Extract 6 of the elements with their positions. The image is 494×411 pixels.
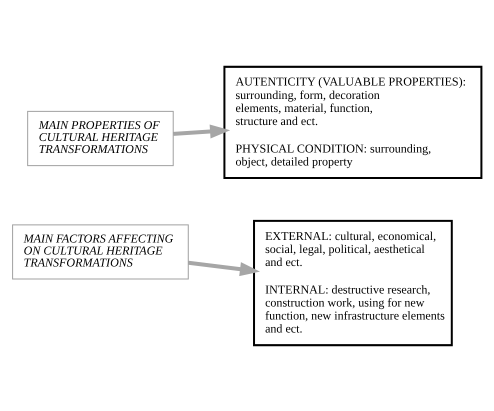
node-box: MAIN PROPERTIES OF CULTURAL HERITAGE TRANSFORMATIONS: [27, 110, 174, 166]
arrow: [173, 124, 230, 138]
node-box: MAIN FACTORS AFFECTING ON CULTURAL HERITAGE TRANSFORMATIONS: [12, 224, 189, 280]
arrow: [188, 260, 260, 276]
node-box: EXTERNAL: cultural, economical, social, legal, political, aesthetical and ect. INTERNAL: destructive research, construction work, using for new function, new infrastructure elements and ect.: [253, 219, 453, 346]
node-box: AUTENTICITY (VALUABLE PROPERTIES): surrounding, form, decoration elements, material, function, structure and ect. PHYSICAL CONDITION: surrounding, object, detailed property: [223, 65, 482, 179]
